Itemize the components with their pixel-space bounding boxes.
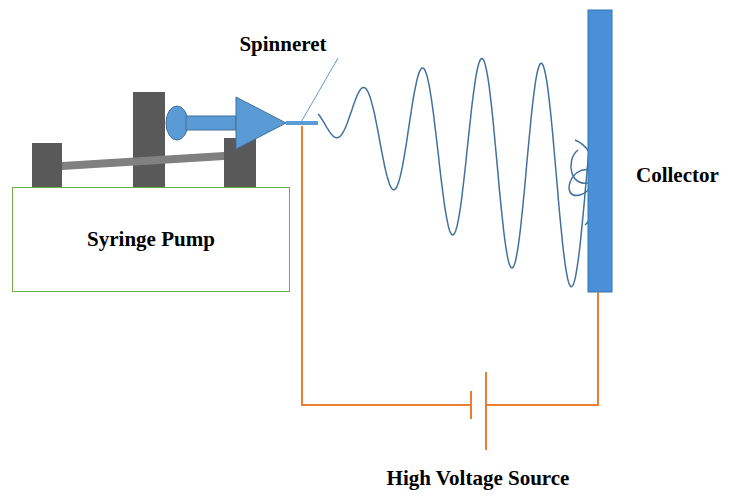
part-label: Collector [636, 163, 719, 188]
fiber-jet [318, 59, 592, 287]
battery-plate [485, 372, 487, 450]
pump-rail [62, 152, 224, 170]
plunger-rod [186, 116, 236, 130]
collector-plate [588, 10, 612, 292]
wire [302, 126, 471, 405]
needle [286, 121, 318, 125]
pump-box: Syringe Pump [12, 187, 290, 292]
part-label: Spinneret [239, 32, 326, 57]
pump-block [133, 92, 165, 187]
plunger-head [166, 106, 188, 140]
pump-block [32, 143, 62, 187]
part-label: High Voltage Source [387, 466, 570, 491]
wire [486, 292, 598, 405]
syringe-barrel [236, 97, 286, 149]
box-label: Syringe Pump [87, 227, 215, 252]
battery-plate [470, 391, 472, 419]
